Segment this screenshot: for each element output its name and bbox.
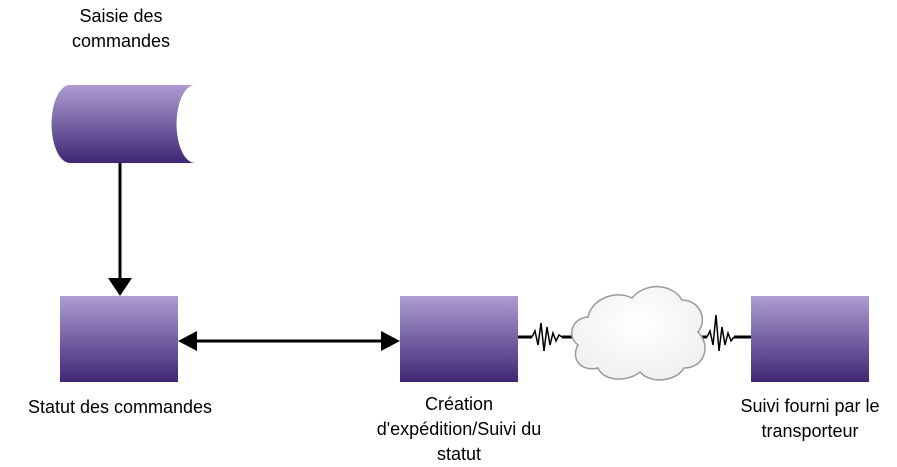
carrier-label: Suivi fourni par le transporteur — [740, 396, 880, 441]
node-carrier-shape[interactable] — [751, 296, 869, 382]
order-entry-label: Saisie des commandes — [71, 6, 171, 51]
node-order-entry-shape[interactable] — [51, 85, 195, 163]
order-status-label: Statut des commandes — [27, 397, 213, 417]
shipment-label: Création d'expédition/Suivi du statut — [376, 394, 542, 464]
node-order-status-shape[interactable] — [60, 296, 178, 382]
network-cloud-icon — [570, 285, 706, 381]
connector-entry-to-status — [108, 163, 132, 296]
connector-status-to-shipment — [178, 331, 400, 351]
node-shipment-shape[interactable] — [400, 296, 518, 382]
